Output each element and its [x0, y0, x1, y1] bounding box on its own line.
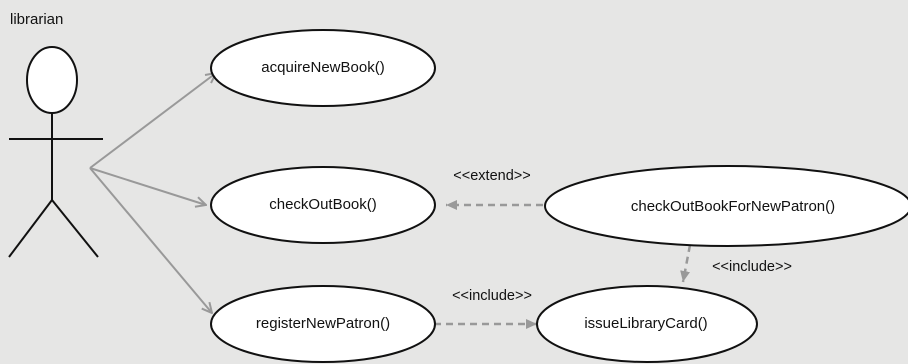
include-stereotype-register: <<include>>: [452, 288, 532, 304]
use-case-checkout-new-label: checkOutBookForNewPatron(): [630, 198, 836, 215]
use-case-register-label: registerNewPatron(): [255, 315, 391, 332]
use-case-acquire-shape: [210, 29, 436, 107]
include-stereotype-checkout-new: <<include>>: [712, 259, 792, 275]
use-case-acquire-label: acquireNewBook(): [261, 59, 385, 76]
use-case-checkout-new-shape: [544, 165, 908, 247]
use-case-issue-label: issueLibraryCard(): [584, 315, 708, 332]
actor-librarian-figure: [8, 46, 103, 258]
extend-stereotype: <<extend>>: [453, 168, 531, 184]
actor-right-leg: [51, 199, 99, 258]
actor-name: librarian: [10, 11, 64, 28]
association-register: [89, 167, 212, 313]
include-arrow-checkout-new: [680, 244, 692, 283]
use-case-checkout-label: checkOutBook(): [269, 196, 377, 213]
use-case-register-shape: [210, 285, 436, 363]
association-acquire: [89, 73, 216, 169]
use-case-issue-shape: [536, 285, 758, 363]
association-checkout: [89, 167, 206, 205]
actor-head: [26, 46, 78, 114]
use-case-checkout-shape: [210, 166, 436, 244]
actor-left-leg: [8, 199, 53, 258]
